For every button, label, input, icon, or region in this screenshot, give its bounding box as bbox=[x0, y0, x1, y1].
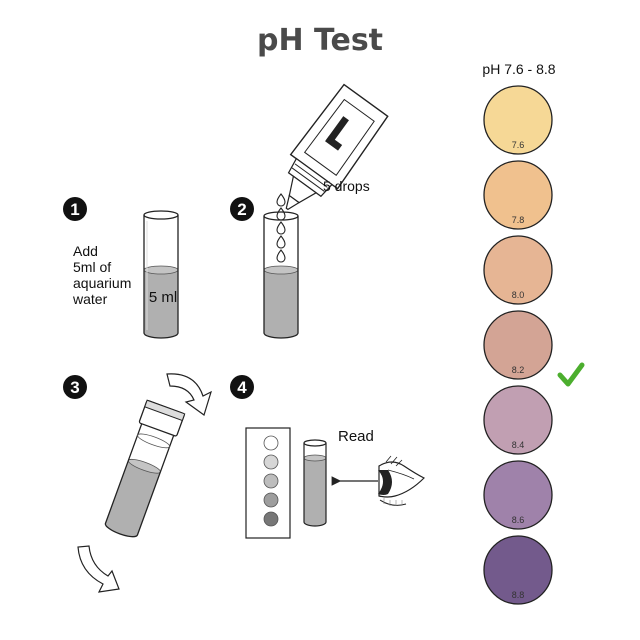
color-swatch bbox=[483, 385, 553, 455]
step-4-number: 4 bbox=[237, 378, 247, 397]
color-swatch-label: 8.8 bbox=[512, 590, 525, 600]
step-1-text-line: 5ml of bbox=[73, 259, 111, 275]
color-swatch bbox=[483, 160, 553, 230]
test-tube-icon bbox=[143, 210, 179, 339]
read-label: Read bbox=[338, 428, 374, 445]
tube-volume-label: 5 ml bbox=[149, 289, 177, 306]
shake-arrow-icon bbox=[77, 545, 120, 593]
color-swatch bbox=[483, 85, 553, 155]
color-swatch-label: 7.8 bbox=[512, 215, 525, 225]
step-4-badge bbox=[230, 375, 254, 399]
step-4: 4 Read bbox=[230, 375, 426, 539]
step-1: 1 Add 5ml of aquarium water 5 ml bbox=[63, 197, 179, 339]
color-swatch-label: 8.4 bbox=[512, 440, 525, 450]
drops-icon bbox=[276, 193, 286, 263]
color-swatch bbox=[483, 460, 553, 530]
color-swatch-label: 8.6 bbox=[512, 515, 525, 525]
color-swatch bbox=[483, 535, 553, 605]
step-1-text-line: aquarium bbox=[73, 275, 131, 291]
eye-icon bbox=[378, 455, 426, 506]
step-1-number: 1 bbox=[70, 200, 79, 219]
step-2: 2 5 drops bbox=[230, 83, 389, 339]
step-3-badge bbox=[63, 375, 87, 399]
step-1-badge bbox=[63, 197, 87, 221]
shake-arrow-icon bbox=[166, 373, 212, 416]
color-swatch bbox=[483, 235, 553, 305]
comparison-card-dots bbox=[263, 435, 279, 527]
color-swatch-label: 8.2 bbox=[512, 365, 525, 375]
test-tube-icon bbox=[263, 211, 299, 339]
step-1-text-line: Add bbox=[73, 243, 98, 259]
step-3: 3 bbox=[63, 373, 212, 593]
color-swatch-label: 7.6 bbox=[512, 140, 525, 150]
step-2-number: 2 bbox=[237, 200, 246, 219]
color-swatch-label: 8.0 bbox=[512, 290, 525, 300]
step-1-text-line: water bbox=[72, 291, 108, 307]
test-tube-icon bbox=[303, 439, 327, 527]
page-title: pH Test bbox=[257, 23, 383, 58]
check-icon bbox=[557, 362, 585, 387]
capped-test-tube-icon bbox=[104, 399, 186, 538]
step-3-number: 3 bbox=[70, 378, 79, 397]
scale-title: pH 7.6 - 8.8 bbox=[482, 61, 555, 77]
drops-label: 5 drops bbox=[323, 178, 370, 194]
color-scale: 7.6 7.8 8.0 8.2 8.4 8.6 8.8 bbox=[483, 85, 553, 605]
dropper-bottle-icon bbox=[285, 83, 389, 211]
color-swatch bbox=[483, 310, 553, 380]
step-2-badge bbox=[230, 197, 254, 221]
